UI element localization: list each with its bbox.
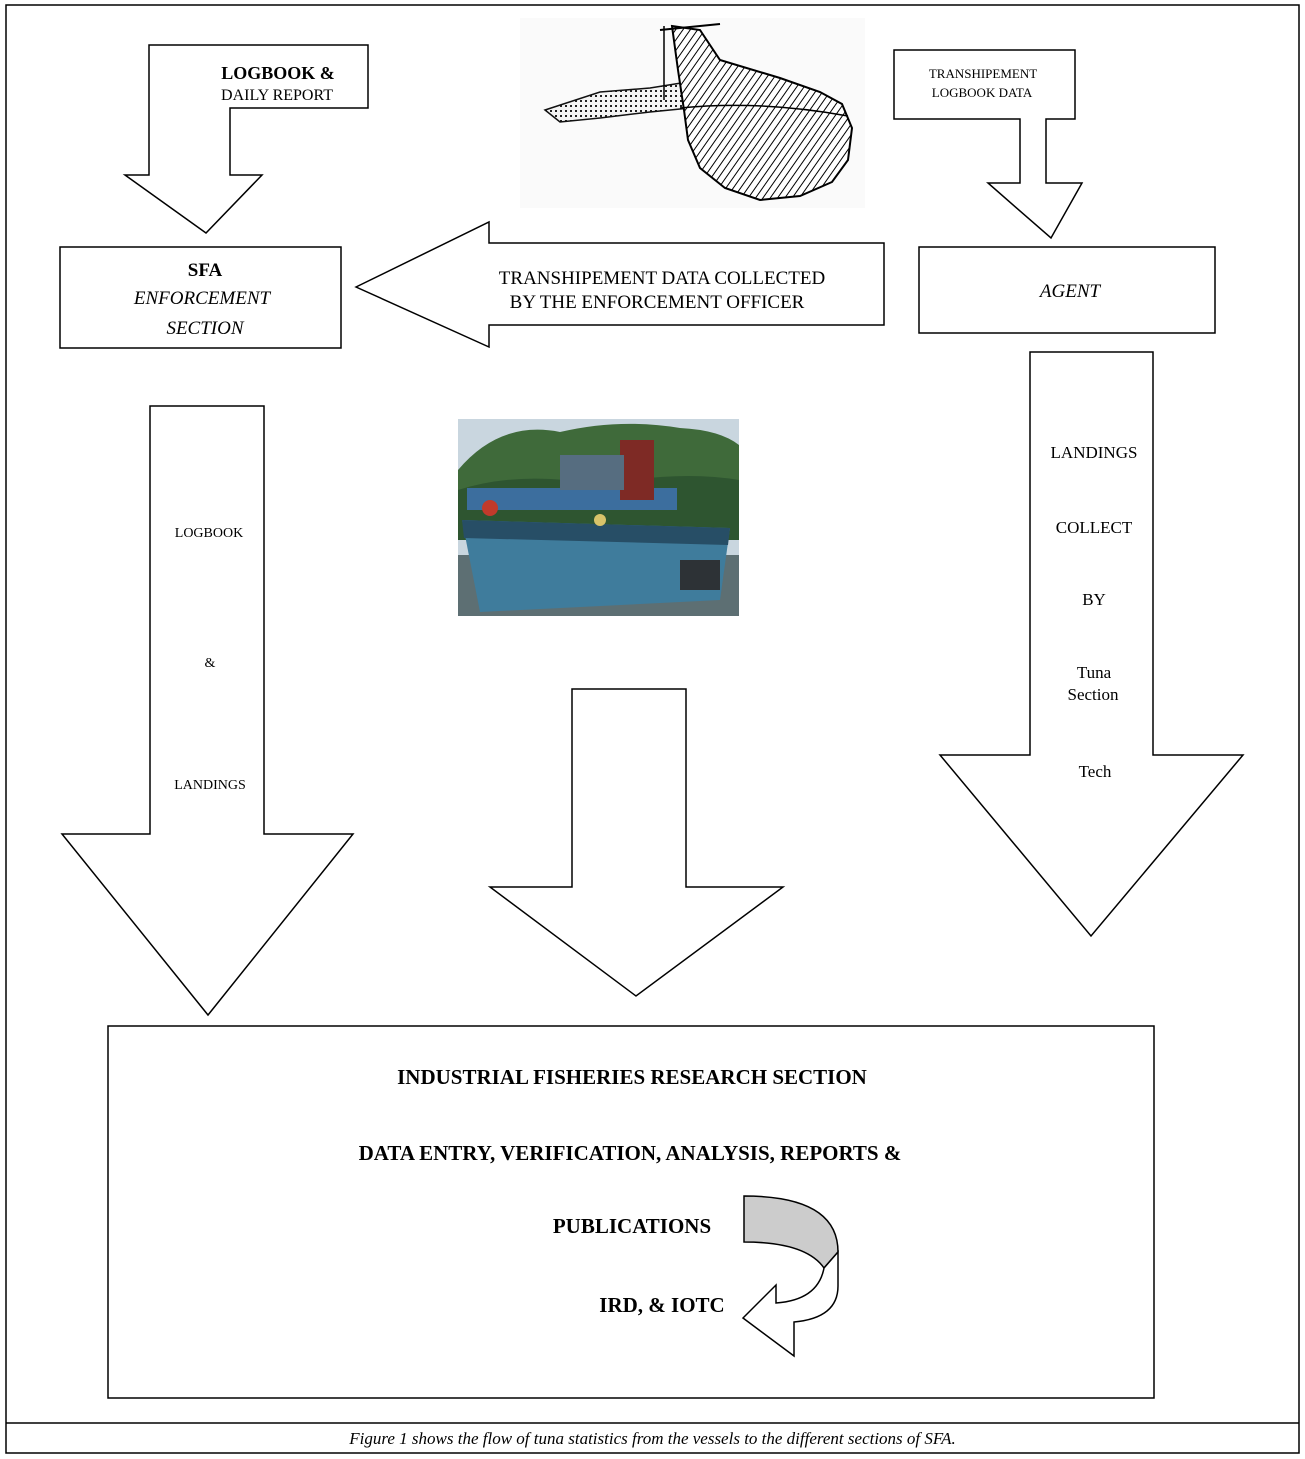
logbook-daily-report-label-line1: LOGBOOK & — [221, 63, 335, 83]
fishing-boat-photo — [458, 419, 739, 616]
transhipment-data-label-line1: TRANSHIPEMENT DATA COLLECTED — [499, 268, 825, 289]
research-section-line2: PUBLICATIONS — [553, 1214, 711, 1238]
figure-caption: Figure 1 shows the flow of tuna statisti… — [349, 1429, 956, 1448]
logbook-daily-report-label-line2: DAILY REPORT — [221, 87, 333, 104]
purse-seiner-sketch-icon — [520, 18, 865, 208]
transhipment-logbook-label-line2: LOGBOOK DATA — [932, 85, 1033, 100]
landings-collect-down-arrow: LANDINGS COLLECT BY Tuna Section Tech — [938, 351, 1245, 938]
sfa-enforcement-section-box: SFA ENFORCEMENT SECTION — [59, 246, 342, 349]
right-arrow-word-section: Section — [1068, 685, 1119, 704]
right-arrow-word-tech: Tech — [1079, 762, 1112, 781]
industrial-fisheries-research-box: INDUSTRIAL FISHERIES RESEARCH SECTION DA… — [107, 1025, 1155, 1399]
left-arrow-word-logbook: LOGBOOK — [175, 526, 243, 541]
section-label: SECTION — [166, 318, 244, 339]
transhipment-data-label-line2: BY THE ENFORCEMENT OFFICER — [510, 292, 805, 313]
sfa-label: SFA — [188, 260, 223, 281]
research-section-line3: IRD, & IOTC — [599, 1293, 724, 1317]
enforcement-label: ENFORCEMENT — [133, 288, 272, 309]
agent-box: AGENT — [918, 246, 1216, 334]
figure-frame — [5, 4, 1300, 1454]
left-arrow-word-landings: LANDINGS — [174, 778, 246, 793]
center-down-arrow — [487, 688, 786, 997]
right-arrow-word-landings: LANDINGS — [1051, 443, 1138, 462]
right-arrow-word-tuna: Tuna — [1077, 663, 1112, 682]
right-arrow-word-by: BY — [1082, 590, 1106, 609]
transhipment-logbook-data-arrow: TRANSHIPEMENT LOGBOOK DATA — [893, 49, 1084, 240]
logbook-landings-down-arrow: LOGBOOK & LANDINGS — [60, 405, 355, 1017]
logbook-daily-report-arrow: LOGBOOK & DAILY REPORT — [122, 44, 369, 234]
transhipment-data-arrow: TRANSHIPEMENT DATA COLLECTED BY THE ENFO… — [354, 220, 885, 349]
left-arrow-word-and: & — [205, 656, 216, 671]
right-arrow-word-collect: COLLECT — [1056, 518, 1133, 537]
transhipment-logbook-label-line1: TRANSHIPEMENT — [929, 66, 1037, 81]
curved-return-arrow-icon — [741, 1195, 839, 1358]
agent-label: AGENT — [1038, 281, 1102, 302]
research-section-title: INDUSTRIAL FISHERIES RESEARCH SECTION — [397, 1065, 867, 1089]
research-section-line1: DATA ENTRY, VERIFICATION, ANALYSIS, REPO… — [359, 1141, 902, 1165]
